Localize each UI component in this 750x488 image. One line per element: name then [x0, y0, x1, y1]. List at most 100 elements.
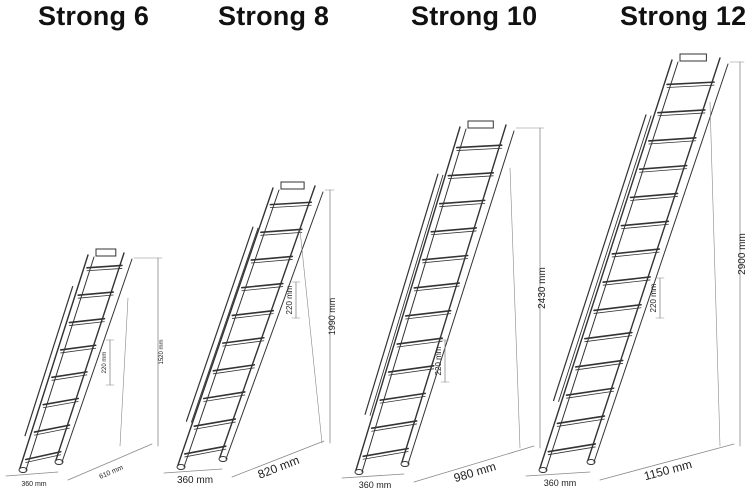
- step-label: 220 mm: [102, 352, 108, 374]
- rung-edge: [42, 401, 79, 409]
- height-label: 2900 mm: [737, 233, 748, 275]
- rung: [212, 364, 256, 372]
- slide-rail-inner: [558, 115, 652, 403]
- rung-edge: [639, 168, 688, 173]
- rung: [250, 255, 294, 261]
- rung-edge: [250, 259, 293, 264]
- step-label: 220 mm: [649, 283, 658, 312]
- slide-rail: [24, 285, 74, 437]
- rung: [42, 397, 80, 406]
- rung: [648, 136, 697, 142]
- rung-edge: [231, 313, 274, 319]
- left-foot: [538, 467, 548, 473]
- rung: [413, 282, 461, 289]
- rung: [269, 201, 313, 206]
- left-rail-inner: [25, 256, 95, 471]
- rung: [447, 171, 495, 177]
- rung: [362, 447, 409, 458]
- width-label: 360 mm: [177, 475, 213, 486]
- rung-edge: [396, 340, 443, 348]
- right-rail-inner: [593, 63, 729, 463]
- depth-dimension-line: [231, 440, 325, 478]
- depth-dimension-line: [67, 443, 153, 481]
- left-rail-inner: [545, 61, 679, 471]
- rung: [455, 144, 503, 149]
- rung: [68, 317, 106, 324]
- rung-edge: [602, 279, 651, 286]
- rung: [611, 248, 661, 255]
- top-bracket: [95, 248, 117, 257]
- top-bracket: [280, 181, 305, 190]
- rung: [379, 392, 426, 401]
- rung-edge: [60, 347, 97, 354]
- rung-edge: [456, 147, 503, 151]
- rung-edge: [212, 367, 255, 375]
- right-rail: [219, 185, 316, 458]
- rung: [86, 264, 123, 269]
- rung-edge: [666, 84, 715, 88]
- rung: [387, 365, 435, 373]
- right-foot: [586, 459, 596, 465]
- depth-guide: [509, 167, 521, 449]
- rung: [421, 254, 469, 261]
- right-rail-inner: [61, 258, 133, 463]
- left-foot: [176, 464, 186, 470]
- rung-edge: [620, 223, 669, 230]
- right-rail: [587, 57, 721, 461]
- rung: [77, 291, 114, 296]
- rung: [51, 371, 88, 379]
- rung-edge: [51, 374, 88, 381]
- rung-edge: [260, 231, 303, 236]
- rung: [203, 391, 246, 400]
- rung-edge: [222, 340, 265, 347]
- right-rail-inner: [407, 130, 515, 465]
- rung-edge: [371, 423, 418, 432]
- rung: [430, 227, 478, 233]
- depth-label: 820 mm: [256, 453, 301, 482]
- left-rail-inner: [183, 189, 280, 468]
- rung-edge: [269, 204, 312, 209]
- model-title-strong-10: Strong 10: [411, 1, 538, 31]
- rung: [547, 443, 597, 453]
- depth-dimension-line: [599, 443, 735, 481]
- top-bracket: [679, 53, 707, 62]
- left-rail-inner: [361, 128, 467, 473]
- rung: [241, 282, 284, 289]
- slide-rail-inner: [191, 227, 259, 423]
- model-title-strong-12: Strong 12: [620, 1, 747, 31]
- rung: [259, 228, 303, 234]
- right-foot: [400, 461, 410, 467]
- rung-edge: [447, 175, 494, 180]
- rung: [565, 387, 615, 396]
- slide-rail-inner: [29, 287, 79, 438]
- rung: [657, 109, 706, 114]
- rung: [404, 309, 452, 317]
- width-dimension-line: [163, 468, 223, 474]
- height-label: 1990 mm: [327, 298, 337, 336]
- rung-edge: [657, 112, 706, 117]
- right-foot: [218, 456, 228, 462]
- model-title-strong-8: Strong 8: [218, 1, 330, 31]
- right-rail: [401, 124, 507, 463]
- height-label: 2430 mm: [537, 267, 548, 309]
- depth-label: 980 mm: [452, 459, 498, 485]
- rung-edge: [34, 427, 70, 436]
- rung: [438, 199, 486, 205]
- right-rail-inner: [225, 191, 324, 460]
- model-title-strong-6: Strong 6: [38, 1, 150, 31]
- rung: [396, 337, 443, 345]
- rung-edge: [69, 321, 105, 326]
- rung: [184, 445, 227, 455]
- rung-edge: [584, 335, 633, 343]
- rung: [33, 424, 71, 433]
- slide-rail: [364, 173, 439, 415]
- rung-edge: [184, 448, 227, 458]
- rung-edge: [557, 418, 605, 427]
- rung: [222, 336, 265, 344]
- rung-edge: [611, 251, 660, 258]
- rung-edge: [241, 286, 284, 292]
- rung-edge: [575, 363, 624, 371]
